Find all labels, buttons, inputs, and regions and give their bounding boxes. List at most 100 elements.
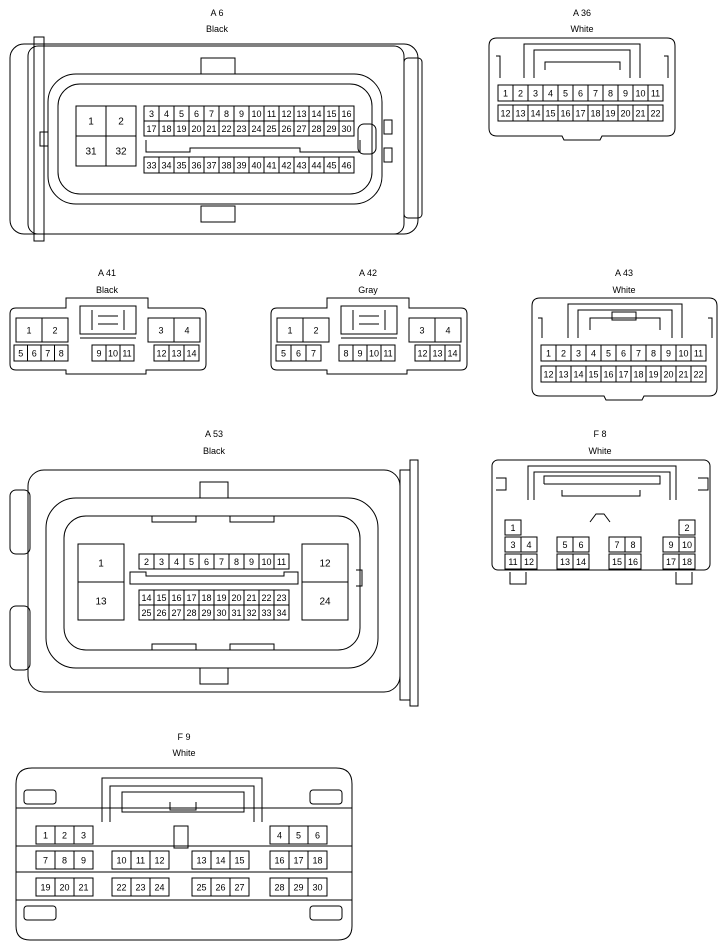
- a36-pin-9-label: 9: [623, 89, 628, 99]
- a53-pin-34-cell: [273, 604, 290, 621]
- a42-pin-7-cell: [305, 344, 322, 362]
- a43-lock-inner: [577, 309, 673, 338]
- a6-pin-43-label: 43: [296, 161, 306, 171]
- a53-pin-10-label: 10: [261, 557, 271, 567]
- f8-pin-12-label: 12: [524, 557, 534, 567]
- a53-pin-16-label: 16: [171, 593, 181, 603]
- f9-pin-15-cell: [229, 850, 250, 870]
- f9-pin-3-label: 3: [81, 831, 86, 841]
- f8-bottom-feet: [509, 572, 693, 585]
- f9-pin-4-label: 4: [277, 831, 282, 841]
- a41-lock-detail: [80, 310, 136, 339]
- a6-pin-34-label: 34: [161, 161, 171, 171]
- f9-left-latch-top: [23, 789, 57, 805]
- a43-pin-18-label: 18: [633, 370, 643, 380]
- f9-pin-25-label: 25: [196, 883, 206, 893]
- f9-pin-11-label: 11: [136, 856, 145, 866]
- a41-pin-2-label: 2: [52, 326, 57, 336]
- a42-color: Gray: [358, 285, 378, 295]
- f9-pin-18-cell: [307, 850, 328, 870]
- a6-pin-35-label: 35: [176, 161, 186, 171]
- a6-pin-12-label: 12: [281, 109, 291, 119]
- a53-left-ear-bottom: [9, 605, 31, 671]
- f9-pin-30-label: 30: [312, 883, 322, 893]
- f9-pin-27-cell: [229, 877, 250, 897]
- a36-lock-inner: [533, 49, 631, 78]
- a42-pin-8-label: 8: [343, 349, 348, 359]
- a53-pin-34-label: 34: [276, 608, 286, 618]
- a53-bottom-latch: [199, 667, 229, 685]
- a36-name: A 36: [573, 8, 591, 18]
- a53-pin-15-label: 15: [156, 593, 166, 603]
- a53-pin-25-label: 25: [141, 608, 151, 618]
- a43-pin-12-label: 12: [543, 370, 553, 380]
- f8-pin-4-label: 4: [526, 540, 531, 550]
- f9-name: F 9: [177, 732, 190, 742]
- a43-guides: [538, 317, 713, 338]
- a43-pin-3-label: 3: [576, 349, 581, 359]
- a6-pin-46-cell: [338, 156, 355, 174]
- a36-pin-5-label: 5: [563, 89, 568, 99]
- a53-pin-19-label: 19: [216, 593, 226, 603]
- f9-pin-18-label: 18: [312, 856, 322, 866]
- a42-pin-2-label: 2: [313, 326, 318, 336]
- a53-pin-30-label: 30: [216, 608, 226, 618]
- a36-pin-4-label: 4: [548, 89, 553, 99]
- a53-pin-2-label: 2: [144, 557, 149, 567]
- f9-pin-22-label: 22: [116, 883, 126, 893]
- a43-pin-22-label: 22: [693, 370, 703, 380]
- f8-pin-10-cell: [678, 536, 696, 553]
- a6-inner-shroud: [57, 83, 373, 195]
- a42-pin-4-cell: [434, 317, 462, 343]
- a6-pin-8-label: 8: [224, 109, 229, 119]
- a6-pin-20-label: 20: [191, 124, 201, 134]
- a6-pin-41-label: 41: [266, 161, 276, 171]
- a6-pin-1-label: 1: [88, 117, 94, 128]
- a53-shroud-notches: [151, 516, 363, 650]
- f9-right-latch-top: [309, 789, 343, 805]
- a41-pin-7-label: 7: [45, 349, 50, 359]
- f9-pin-27-label: 27: [234, 883, 244, 893]
- f9-pin-20-label: 20: [59, 883, 69, 893]
- a6-pin-7-label: 7: [209, 109, 214, 119]
- a42-pin-13-label: 13: [432, 349, 442, 359]
- a53-pin-22-label: 22: [261, 593, 271, 603]
- a36-pin-11-cell: [647, 84, 664, 102]
- a6-bottom-latch: [200, 205, 236, 223]
- a36-pin-2-label: 2: [518, 89, 523, 99]
- f9-pin-28-label: 28: [274, 883, 284, 893]
- a53-pin-1-label: 1: [98, 559, 104, 570]
- a36-pin-1-label: 1: [503, 89, 508, 99]
- a42-pin-10-label: 10: [369, 349, 379, 359]
- a42-name: A 42: [359, 268, 377, 278]
- f9-pin-21-cell: [73, 877, 94, 897]
- a43-pin-8-label: 8: [651, 349, 656, 359]
- a41-pin-5-label: 5: [18, 349, 23, 359]
- a6-pin-32-label: 32: [115, 147, 127, 158]
- a42-pin-12-label: 12: [417, 349, 427, 359]
- a53-left-ear-top: [9, 489, 31, 555]
- a53-pin-7-label: 7: [219, 557, 224, 567]
- a36-pin-21-label: 21: [635, 109, 645, 119]
- a41-pin-1-label: 1: [26, 326, 31, 336]
- a6-pin-39-label: 39: [236, 161, 246, 171]
- f9-center-post: [173, 825, 189, 849]
- f9-pin-21-label: 21: [78, 883, 88, 893]
- a6-pin-46-label: 46: [341, 161, 351, 171]
- f8-pin-9-label: 9: [668, 540, 673, 550]
- a36-left-guide: [496, 55, 669, 78]
- a53-pin-17-label: 17: [186, 593, 196, 603]
- a6-bottom-key-outline: [145, 140, 361, 153]
- f9-pin-15-label: 15: [234, 856, 244, 866]
- a41-pin-10-label: 10: [108, 349, 118, 359]
- f9-pin-10-label: 10: [116, 856, 126, 866]
- a53-pin-32-label: 32: [246, 608, 256, 618]
- f8-pin-10-label: 10: [682, 540, 692, 550]
- a53-pin-3-label: 3: [159, 557, 164, 567]
- f9-pin-5-label: 5: [296, 831, 301, 841]
- a36-pin-6-label: 6: [578, 89, 583, 99]
